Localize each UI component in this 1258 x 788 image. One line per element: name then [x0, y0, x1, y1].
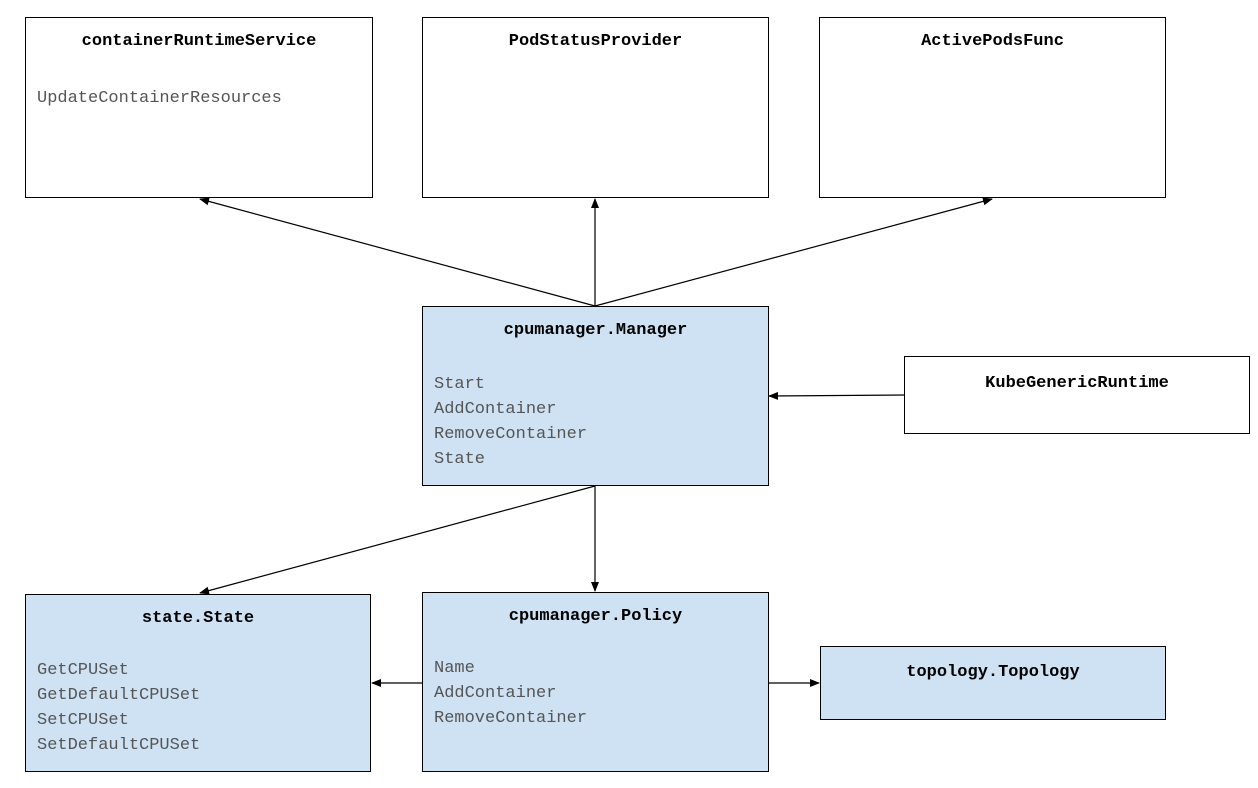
cpumanager-manager-title: cpumanager.Manager [503, 321, 688, 340]
state-state-title: state.State [141, 609, 255, 628]
method-item: Name [434, 659, 475, 678]
method-item: AddContainer [434, 684, 557, 703]
method-item: Start [434, 375, 486, 394]
containerRuntimeService-methods: UpdateContainerResources [37, 86, 282, 111]
ActivePodsFunc-title: ActivePodsFunc [921, 32, 1064, 51]
arrow-KubeGenericRuntime-to-manager [768, 391, 905, 400]
method-item: State [434, 450, 486, 469]
method-item: UpdateContainerResources [37, 89, 282, 108]
topology-topology-box: topology.Topology [820, 646, 1166, 720]
PodStatusProvider-box: PodStatusProvider [422, 17, 769, 198]
method-item: SetDefaultCPUSet [37, 736, 201, 755]
method-item: AddContainer [434, 400, 557, 419]
KubeGenericRuntime-title: KubeGenericRuntime [985, 374, 1169, 393]
cpumanager-policy-title: cpumanager.Policy [508, 607, 683, 626]
KubeGenericRuntime-box: KubeGenericRuntime [904, 356, 1250, 434]
method-item: SetCPUSet [37, 711, 129, 730]
containerRuntimeService-box: containerRuntimeService UpdateContainerR… [25, 17, 373, 198]
arrow-manager-to-containerRuntimeService [199, 197, 596, 307]
PodStatusProvider-title: PodStatusProvider [508, 32, 683, 51]
method-item: GetDefaultCPUSet [37, 686, 201, 705]
arrow-manager-to-state [199, 485, 596, 595]
containerRuntimeService-title: containerRuntimeService [81, 32, 317, 51]
topology-topology-title: topology.Topology [906, 663, 1080, 682]
method-item: RemoveContainer [434, 425, 588, 444]
arrow-manager-to-ActivePodsFunc [594, 197, 993, 307]
method-item: RemoveContainer [434, 709, 588, 728]
method-item: GetCPUSet [37, 661, 129, 680]
ActivePodsFunc-box: ActivePodsFunc [819, 17, 1166, 198]
